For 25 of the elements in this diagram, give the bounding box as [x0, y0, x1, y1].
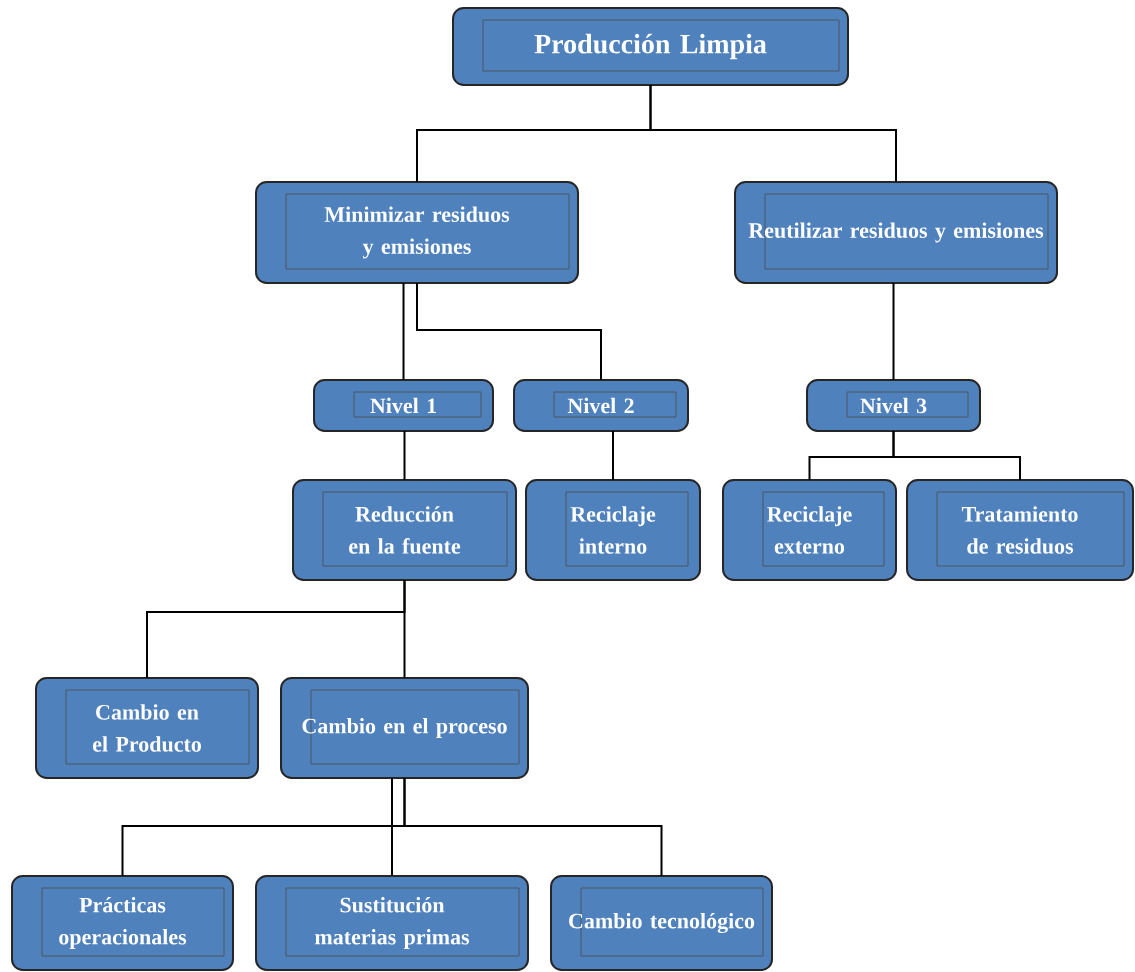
connector-line	[892, 430, 1021, 481]
process-box: Minimizar residuos y emisiones	[255, 181, 579, 284]
process-box: Nivel 3	[806, 379, 981, 432]
process-box: Reutilizar residuos y emisiones	[734, 181, 1058, 284]
process-box: Nivel 2	[513, 379, 689, 432]
process-box: Nivel 1	[313, 379, 494, 432]
connector-line	[612, 430, 614, 481]
process-box: Producción Limpia	[452, 7, 849, 86]
connector-line	[892, 282, 895, 381]
connector-line	[402, 282, 405, 381]
connector-line	[403, 579, 406, 679]
process-box: Reducción en la fuente	[292, 479, 517, 581]
connector-line	[649, 84, 897, 183]
connector-line	[403, 777, 663, 877]
process-box: Prácticas operacionales	[11, 875, 234, 971]
process-box: Sustitución materias primas	[255, 875, 529, 971]
process-box: Reciclaje externo	[722, 479, 897, 581]
process-box: Cambio tecnológico	[550, 875, 773, 971]
connector-line	[416, 282, 602, 381]
process-box: Cambio en el Producto	[35, 677, 259, 779]
process-box: Reciclaje interno	[525, 479, 701, 581]
process-box: Tratamiento de residuos	[906, 479, 1134, 581]
connector-line	[391, 777, 393, 877]
connector-line	[403, 430, 406, 481]
process-box: Cambio en el proceso	[280, 677, 529, 779]
